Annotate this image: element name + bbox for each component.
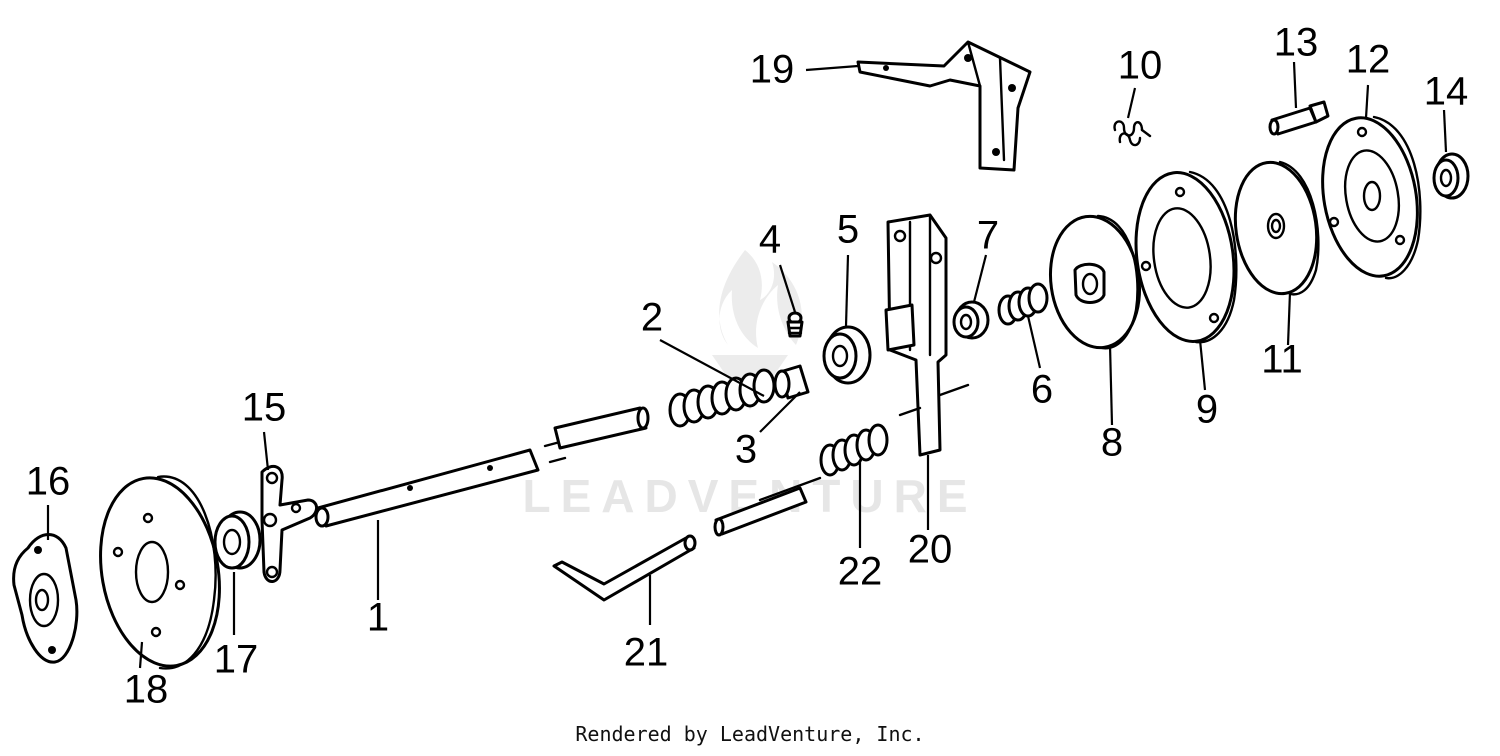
part-18-disc [99, 475, 221, 670]
part-14-bushing [1432, 152, 1470, 200]
part-13-stud [1268, 100, 1330, 136]
callout-18: 18 [124, 668, 169, 712]
part-19-bracket [856, 40, 1032, 172]
watermark-logo-icon [719, 250, 802, 348]
part-2-spring [668, 368, 776, 428]
callout-10: 10 [1118, 44, 1163, 88]
callout-6: 6 [1031, 368, 1053, 412]
callout-21: 21 [624, 631, 669, 675]
part-5-pulley [822, 325, 872, 385]
callout-14: 14 [1424, 70, 1469, 114]
callout-15: 15 [242, 386, 287, 430]
callout-4: 4 [759, 218, 781, 262]
leader-lines [46, 61, 1448, 669]
callout-3: 3 [735, 428, 757, 472]
callout-12: 12 [1346, 38, 1391, 82]
footer-credit: Rendered by LeadVenture, Inc. [575, 722, 925, 746]
callout-labels: 1 2 3 4 5 6 7 8 9 10 11 12 13 14 15 16 1… [26, 21, 1469, 712]
part-10-torsion-spring [1113, 120, 1152, 147]
part-15-arm [260, 464, 318, 583]
callout-7: 7 [977, 214, 999, 258]
callout-22: 22 [838, 550, 883, 594]
part-1-shaft [314, 406, 650, 528]
callout-5: 5 [837, 208, 859, 252]
part-9-ring [1134, 170, 1238, 344]
part-8-drive-disc [1048, 214, 1142, 350]
part-6-spring [997, 282, 1049, 326]
part-17-bearing [213, 510, 262, 570]
callout-8: 8 [1101, 421, 1123, 465]
part-3-bushing [773, 364, 810, 400]
callout-9: 9 [1196, 388, 1218, 432]
callout-13: 13 [1274, 21, 1319, 65]
callout-16: 16 [26, 460, 71, 504]
callout-17: 17 [214, 638, 259, 682]
part-20-lever [884, 213, 970, 457]
callout-2: 2 [641, 296, 663, 340]
part-16-flange-bearing [12, 533, 79, 664]
callout-11: 11 [1261, 338, 1303, 382]
part-11-plate [1233, 160, 1320, 296]
callout-19: 19 [750, 48, 795, 92]
callout-1: 1 [367, 596, 389, 640]
part-4-grease-fitting [786, 311, 804, 338]
part-21-l-rod [552, 534, 697, 602]
part-12-housing [1321, 115, 1422, 280]
callout-20: 20 [908, 528, 953, 572]
part-22-spring-rod [713, 423, 889, 537]
part-7-bearing [952, 300, 990, 340]
